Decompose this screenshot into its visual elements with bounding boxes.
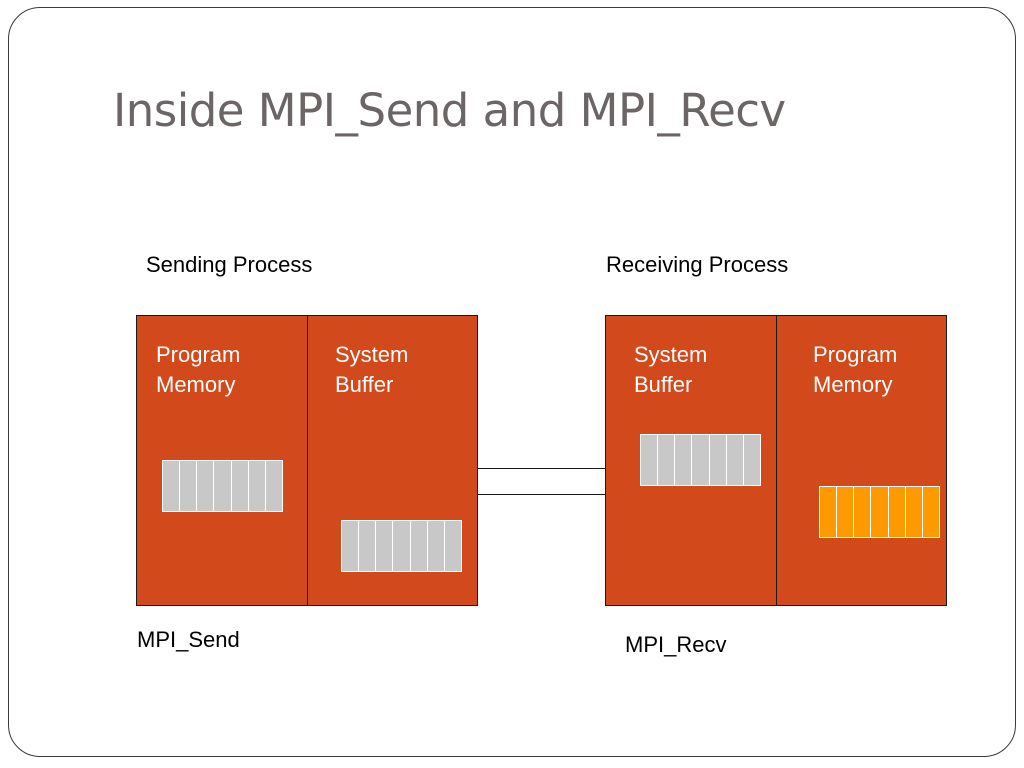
- array-cell: [197, 461, 215, 511]
- array-cell: [837, 487, 855, 537]
- mpi-send-label: MPI_Send: [137, 627, 240, 652]
- receiver-program-memory-line1: Program: [813, 342, 898, 367]
- array-cell: [675, 435, 693, 485]
- array-cell: [923, 487, 939, 537]
- sending-process-divider: [307, 316, 308, 605]
- array-cell: [249, 461, 266, 511]
- array-cell: [871, 487, 889, 537]
- array-cell: [710, 435, 727, 485]
- receiver-program-memory-line2: Memory: [813, 372, 893, 397]
- sender-program-memory-line2: Memory: [156, 372, 236, 397]
- array-cell: [376, 521, 394, 571]
- array-cell: [342, 521, 360, 571]
- array-cell: [658, 435, 676, 485]
- sender-program-memory-line1: Program: [156, 342, 241, 367]
- array-cell: [393, 521, 411, 571]
- array-cell: [906, 487, 923, 537]
- sending-process-box: Program Memory System Buffer: [136, 315, 478, 606]
- array-cell: [889, 487, 906, 537]
- mpi-recv-label: MPI_Recv: [625, 632, 727, 657]
- communication-channel: [478, 468, 606, 495]
- array-cell: [744, 435, 760, 485]
- receiver-system-buffer-line2: Buffer: [634, 372, 693, 397]
- receiver-program-memory-data-array: [819, 486, 940, 538]
- array-cell: [641, 435, 659, 485]
- array-cell: [411, 521, 428, 571]
- array-cell: [163, 461, 181, 511]
- array-cell: [854, 487, 872, 537]
- array-cell: [266, 461, 282, 511]
- array-cell: [445, 521, 461, 571]
- array-cell: [180, 461, 198, 511]
- receiver-system-buffer-line1: System: [634, 342, 708, 367]
- sender-system-buffer-data-array: [341, 520, 462, 572]
- sender-system-buffer-line2: Buffer: [335, 372, 394, 397]
- sender-system-buffer-label: System Buffer: [335, 340, 408, 400]
- receiving-process-heading: Receiving Process: [606, 252, 789, 277]
- array-cell: [727, 435, 744, 485]
- receiver-program-memory-label: Program Memory: [813, 340, 897, 400]
- sending-process-heading: Sending Process: [146, 252, 313, 277]
- array-cell: [820, 487, 838, 537]
- array-cell: [692, 435, 710, 485]
- receiver-system-buffer-data-array: [640, 434, 761, 486]
- sender-program-memory-label: Program Memory: [156, 340, 240, 400]
- sender-system-buffer-line1: System: [335, 342, 409, 367]
- receiving-process-divider: [776, 316, 777, 605]
- receiving-process-box: System Buffer Program Memory: [605, 315, 947, 606]
- slide-title: Inside MPI_Send and MPI_Recv: [113, 84, 786, 137]
- array-cell: [428, 521, 445, 571]
- sender-program-memory-data-array: [162, 460, 283, 512]
- receiver-system-buffer-label: System Buffer: [634, 340, 707, 400]
- array-cell: [214, 461, 232, 511]
- array-cell: [232, 461, 249, 511]
- array-cell: [359, 521, 377, 571]
